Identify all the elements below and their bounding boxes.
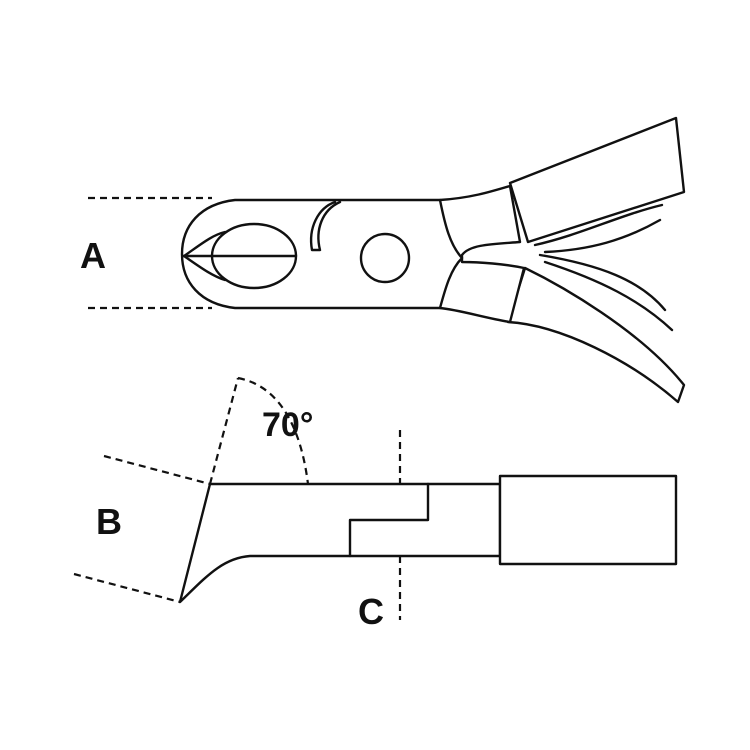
label-c: C — [358, 591, 384, 632]
label-b: B — [96, 501, 122, 542]
pliers-head — [180, 184, 526, 324]
jaw-step-line — [348, 482, 430, 558]
lower-handle — [506, 266, 686, 404]
spring-mid — [543, 218, 662, 254]
cutting-edge-upper — [182, 230, 227, 258]
spring-upper — [533, 203, 664, 247]
dimension-b-upper-line — [103, 454, 211, 486]
spring-lower — [543, 260, 674, 332]
spring-inner — [538, 253, 667, 312]
label-a: A — [80, 235, 106, 276]
side-view — [73, 376, 678, 620]
pivot-circle — [359, 232, 411, 284]
label-angle: 70° — [262, 406, 313, 444]
cutting-edge-lower — [182, 254, 227, 282]
angle-reference-line — [208, 377, 240, 485]
dimension-b-lower-line — [73, 572, 181, 604]
handle-side — [498, 474, 678, 566]
angle-arc — [237, 376, 310, 485]
joint-curve — [309, 200, 342, 252]
upper-handle — [508, 116, 686, 244]
top-view — [88, 116, 686, 404]
jaw-side-body — [178, 482, 502, 604]
head-neck-curve — [438, 198, 464, 310]
